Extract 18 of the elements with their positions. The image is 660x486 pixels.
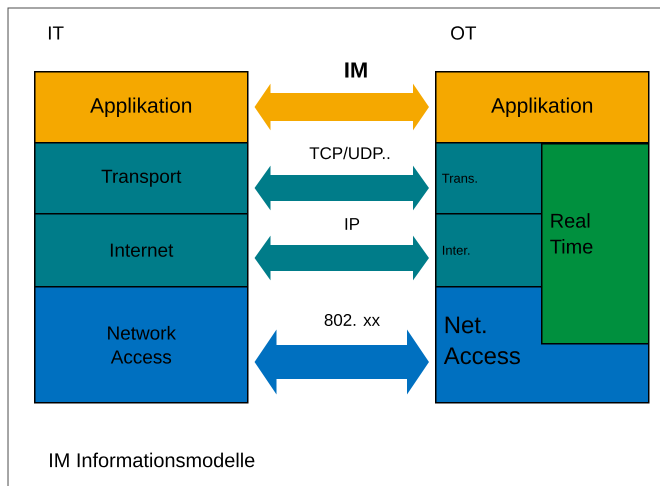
- layer-box: Applikation: [435, 70, 650, 144]
- column-heading: OT: [451, 26, 476, 40]
- layer-box: Trans.: [435, 142, 542, 214]
- column-heading: IT: [48, 26, 64, 40]
- layer-box: Transport: [34, 142, 248, 214]
- edge-label: TCP/UDP..: [308, 146, 392, 160]
- layer-box: Inter.: [435, 212, 542, 288]
- double-arrow: [254, 166, 429, 210]
- edge-label: IP: [343, 217, 361, 231]
- double-arrow: [254, 236, 429, 280]
- layer-box: Network Access: [34, 286, 248, 404]
- edge-label: IM: [342, 61, 370, 79]
- layer-box: Applikation: [34, 70, 248, 144]
- edge-label: 802. xx: [322, 313, 382, 327]
- double-arrow: [254, 84, 429, 130]
- caption-text: IM Informationsmodelle: [50, 452, 254, 468]
- layer-box: Internet: [34, 212, 248, 288]
- layer-box: Real Time: [541, 142, 650, 344]
